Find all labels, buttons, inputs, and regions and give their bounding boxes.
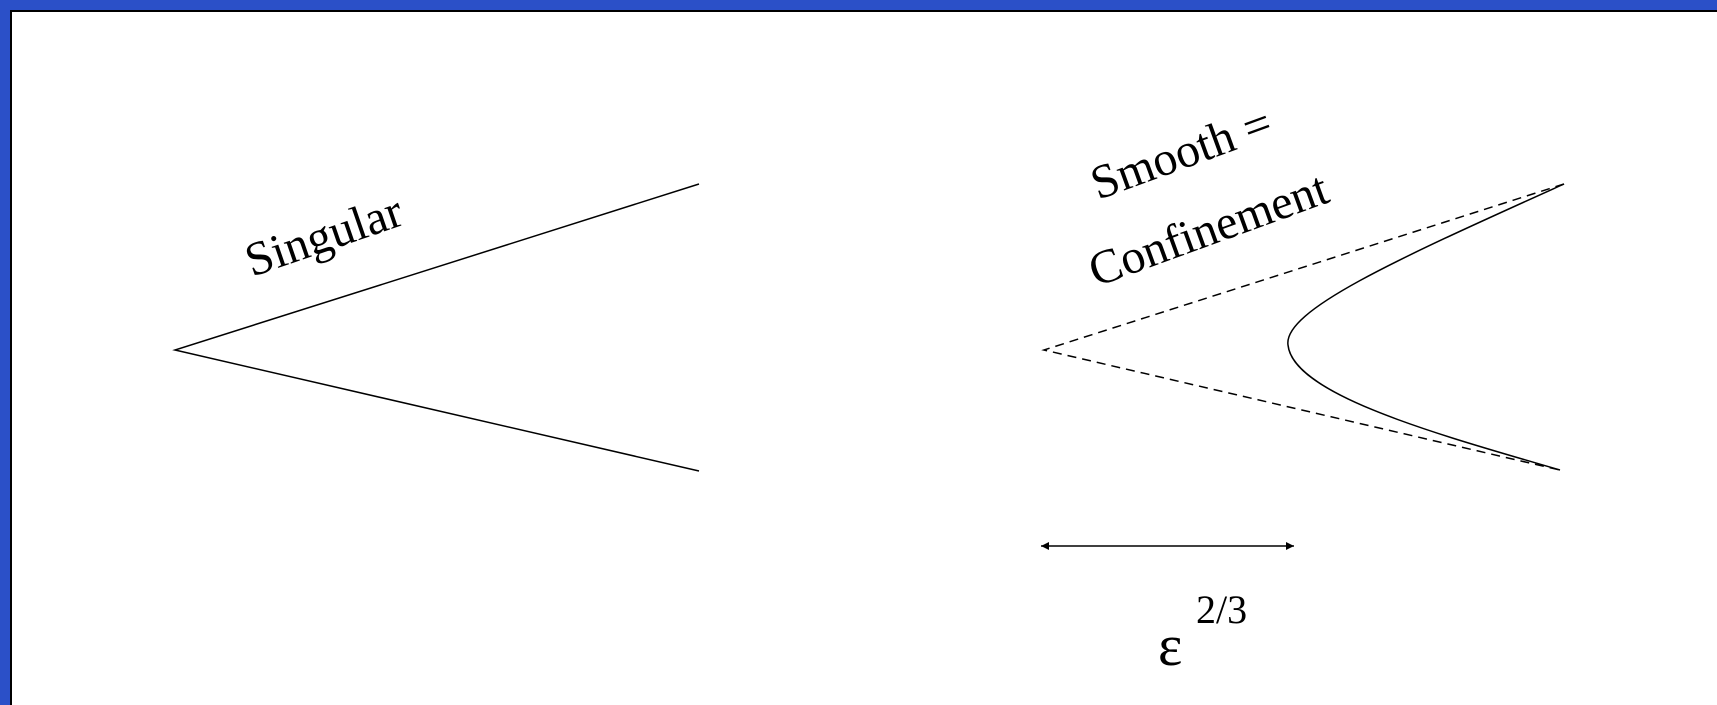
smooth-curve bbox=[1287, 183, 1565, 471]
epsilon-symbol: ε bbox=[1158, 613, 1182, 678]
singular-label: Singular bbox=[238, 184, 409, 287]
epsilon-exponent: 2/3 bbox=[1196, 587, 1247, 632]
singular-wedge bbox=[172, 183, 700, 472]
dashed-wedge bbox=[1041, 183, 1565, 472]
slide-canvas bbox=[10, 10, 1717, 705]
